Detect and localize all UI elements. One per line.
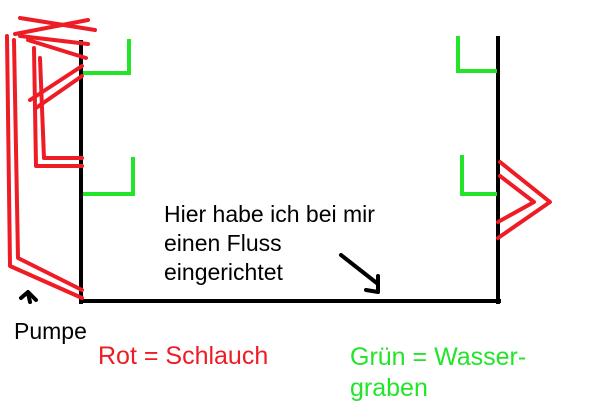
basin-outline	[79, 36, 501, 304]
ditch-left-bottom	[83, 157, 135, 196]
legend-green-line-2: graben	[350, 374, 428, 402]
hose-right	[496, 160, 552, 240]
hose-left	[5, 16, 97, 300]
legend-red-hose: Rot = Schlauch	[98, 342, 269, 370]
pump-marker-icon	[19, 290, 38, 304]
water-ditches	[83, 36, 497, 196]
flow-note-line-2: einen Fluss	[164, 230, 282, 256]
flow-note-line-1: Hier habe ich bei mir	[164, 201, 375, 227]
flow-arrow-icon	[339, 253, 380, 294]
pump-label: Pumpe	[14, 318, 87, 344]
legend-green-ditch: Grün = Wasser- graben	[350, 342, 526, 404]
ditch-right-bottom	[460, 155, 497, 196]
ditch-right-top	[456, 36, 497, 73]
ditch-left-top	[83, 39, 131, 75]
legend-green-line-1: Grün = Wasser-	[350, 343, 527, 371]
flow-note-line-3: eingerichtet	[164, 259, 283, 285]
flow-note: Hier habe ich bei mir einen Fluss einger…	[164, 200, 434, 287]
